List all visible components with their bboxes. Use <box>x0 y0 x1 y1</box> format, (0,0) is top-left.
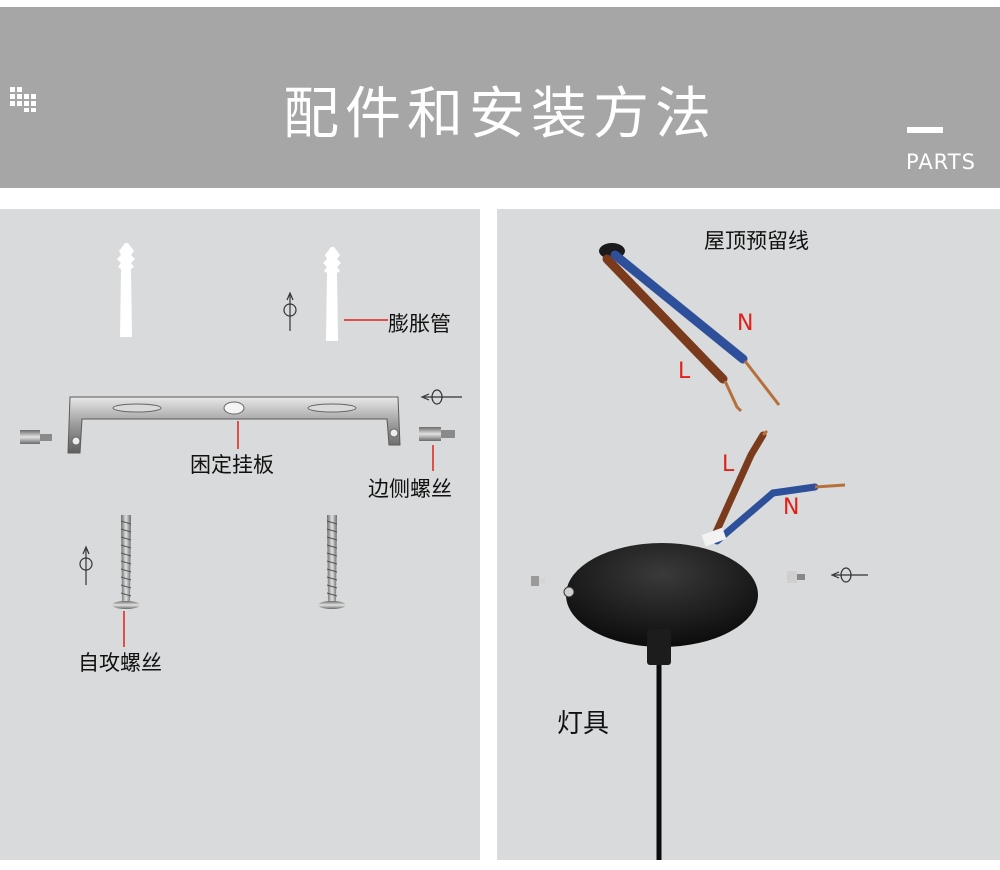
parts-panel: 膨胀管 困定挂板 边侧螺丝 自攻螺丝 <box>0 209 480 860</box>
lamp-label: 灯具 <box>557 709 610 739</box>
side-screw-left <box>20 430 52 444</box>
grid-icon <box>10 87 36 112</box>
neutral-wire-label-bottom: N <box>783 495 800 520</box>
header-banner: 配件和安装方法 PARTS <box>0 7 1000 188</box>
rotate-arrow-icon <box>283 291 297 331</box>
label-leaders <box>123 319 434 647</box>
page-title: 配件和安装方法 <box>283 82 717 147</box>
neutral-wire-label-top: N <box>737 311 754 336</box>
live-wire-label-top: L <box>678 359 691 384</box>
ceiling-wire-label: 屋顶预留线 <box>704 229 809 253</box>
live-wire-label-bottom: L <box>722 452 735 477</box>
lamp-canopy <box>563 543 758 860</box>
mounting-bracket <box>67 396 401 454</box>
installation-panel: 屋顶预留线 N L L N 灯具 <box>497 209 1000 860</box>
parts-label: PARTS <box>906 150 976 174</box>
tapping-screw-label: 自攻螺丝 <box>78 651 162 675</box>
wall-anchor-right <box>323 247 341 341</box>
tapping-screw-right <box>318 515 346 609</box>
parts-accent-bar <box>907 127 943 133</box>
side-screw-label: 边侧螺丝 <box>368 477 452 501</box>
installation-illustration <box>531 243 868 860</box>
side-screw-right <box>419 427 455 441</box>
rotate-arrow-icon <box>830 567 868 583</box>
parts-illustration <box>20 243 462 647</box>
lamp-wires <box>701 429 846 547</box>
tapping-screw-left <box>112 515 140 609</box>
rotate-arrow-icon <box>420 389 462 405</box>
anchor-label: 膨胀管 <box>388 312 451 336</box>
rotate-arrow-icon <box>79 545 93 585</box>
bracket-label: 困定挂板 <box>190 453 274 477</box>
canopy-screw-right <box>787 571 805 583</box>
canopy-screw-left <box>531 576 545 586</box>
ceiling-wires <box>599 243 781 413</box>
wall-anchor-left <box>117 243 135 337</box>
